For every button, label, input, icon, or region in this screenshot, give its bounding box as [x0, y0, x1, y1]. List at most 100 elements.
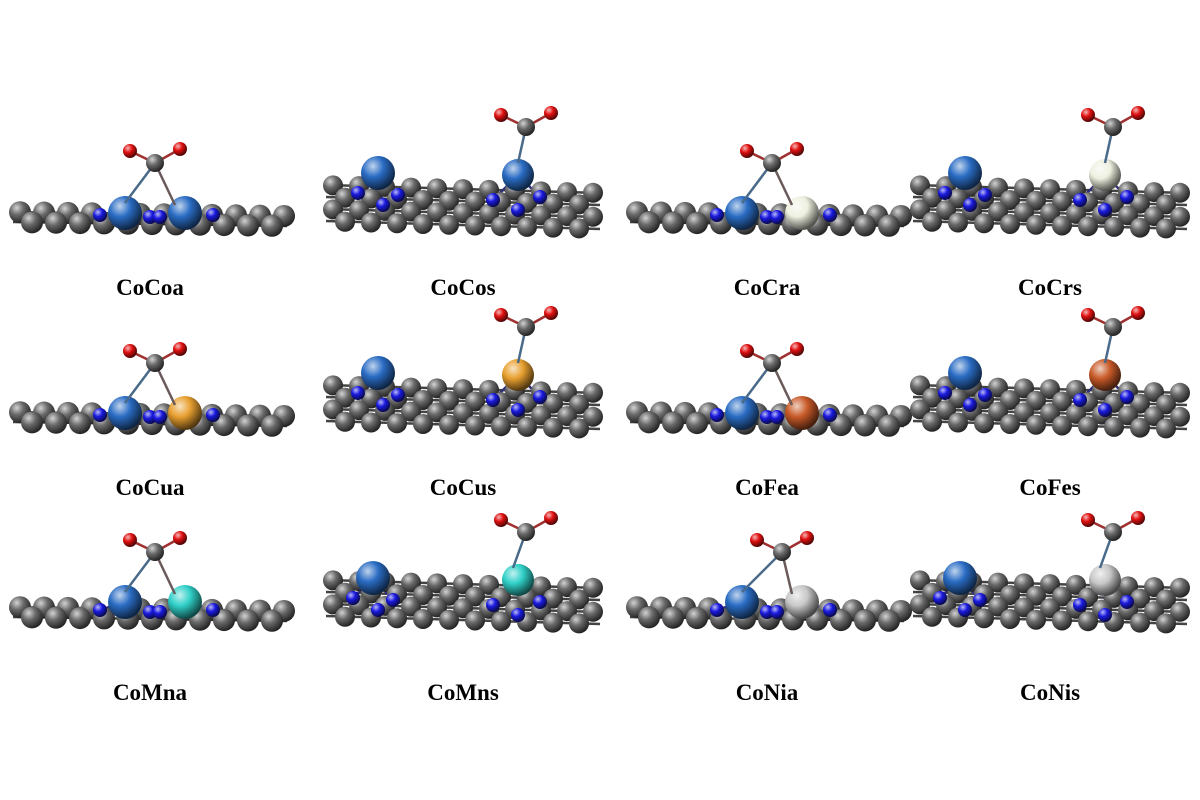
carbon-atom — [427, 573, 447, 594]
molecule-model — [323, 306, 603, 439]
carbon-atom — [543, 217, 563, 238]
carbon-atom — [638, 211, 660, 234]
carbon-atom — [1078, 611, 1098, 632]
nitrogen-atom — [938, 186, 952, 200]
carbon-atom — [1170, 206, 1190, 227]
carbon-atom — [830, 414, 852, 437]
carbon-atom — [261, 609, 283, 632]
molecule-model — [626, 142, 912, 237]
panel-label: CoMna — [112, 680, 188, 705]
nitrogen-atom — [823, 408, 837, 422]
carbon-atom — [1170, 601, 1190, 622]
carbon-atom — [1144, 577, 1164, 598]
carbon-atom — [479, 403, 499, 424]
nitrogen-atom — [823, 603, 837, 617]
carbon-atom — [427, 202, 447, 223]
cu-atom — [168, 396, 202, 430]
nitrogen-atom — [206, 408, 220, 422]
carbon-atom — [401, 596, 421, 617]
carbon-atom — [1170, 577, 1190, 598]
carbon-atom — [1144, 406, 1164, 427]
molecule-model — [910, 106, 1190, 239]
carbon-atom — [569, 613, 589, 634]
oxygen-atom — [790, 342, 804, 356]
carbon-atom — [1066, 203, 1086, 224]
carbon-atom — [557, 406, 577, 427]
carbon-atom — [531, 405, 551, 426]
nitrogen-atom — [351, 386, 365, 400]
cobalt-atom — [943, 561, 977, 595]
nitrogen-atom — [1120, 190, 1134, 204]
carbon-atom — [1144, 182, 1164, 203]
carbon-atom — [213, 609, 235, 632]
panel-label: CoCos — [430, 275, 496, 300]
carbon-atom — [491, 611, 511, 632]
co2-carbon-atom — [146, 543, 164, 561]
nitrogen-atom — [143, 410, 157, 424]
nitrogen-atom — [1098, 608, 1112, 622]
structure-panel-cocus: CoCus — [318, 295, 608, 500]
co2-carbon-atom — [517, 318, 535, 336]
nitrogen-atom — [1098, 403, 1112, 417]
carbon-atom — [1014, 202, 1034, 223]
carbon-atom — [1026, 414, 1046, 435]
carbon-atom — [910, 399, 930, 420]
molecule-model — [323, 511, 603, 634]
carbon-atom — [413, 608, 433, 629]
carbon-atom — [427, 402, 447, 423]
carbon-atom — [335, 606, 355, 627]
structure-panel-cocra: CoCra — [622, 95, 912, 300]
nitrogen-atom — [511, 203, 525, 217]
structure-panel-cocoa: CoCoa — [5, 95, 295, 300]
carbon-atom — [1118, 405, 1138, 426]
carbon-atom — [988, 177, 1008, 198]
nitrogen-atom — [93, 408, 107, 422]
carbon-atom — [878, 214, 900, 237]
carbon-atom — [453, 403, 473, 424]
carbon-atom — [936, 200, 956, 221]
nitrogen-atom — [511, 608, 525, 622]
carbon-atom — [323, 594, 343, 615]
oxygen-atom — [800, 531, 814, 545]
nitrogen-atom — [760, 210, 774, 224]
carbon-atom — [21, 411, 43, 434]
co2-carbon-atom — [763, 154, 781, 172]
carbon-atom — [854, 214, 876, 237]
carbon-atom — [686, 412, 708, 435]
carbon-atom — [988, 401, 1008, 422]
panel-label: CoNis — [1019, 680, 1081, 705]
carbon-atom — [335, 211, 355, 232]
oxygen-atom — [123, 144, 137, 158]
carbon-atom — [69, 607, 91, 630]
nitrogen-atom — [376, 398, 390, 412]
carbon-atom — [387, 608, 407, 629]
molecule-model — [910, 511, 1190, 634]
carbon-atom — [1118, 205, 1138, 226]
oxygen-atom — [173, 342, 187, 356]
carbon-atom — [453, 179, 473, 200]
oxygen-atom — [1081, 308, 1095, 322]
carbon-atom — [427, 378, 447, 399]
nitrogen-atom — [533, 595, 547, 609]
structure-panel-cocrs: CoCrs — [905, 95, 1195, 300]
carbon-atom — [1170, 406, 1190, 427]
carbon-atom — [517, 216, 537, 237]
carbon-atom — [583, 577, 603, 598]
carbon-atom — [557, 601, 577, 622]
oxygen-atom — [494, 308, 508, 322]
nitrogen-atom — [760, 605, 774, 619]
carbon-atom — [1014, 402, 1034, 423]
cobalt-atom — [108, 196, 142, 230]
carbon-atom — [988, 377, 1008, 398]
carbon-atom — [531, 576, 551, 597]
co2-carbon-atom — [146, 354, 164, 372]
carbon-atom — [261, 414, 283, 437]
carbon-atom — [878, 414, 900, 437]
oxygen-atom — [494, 108, 508, 122]
carbon-atom — [830, 214, 852, 237]
carbon-atom — [1144, 382, 1164, 403]
cobalt-atom — [948, 356, 982, 390]
carbon-atom — [1052, 610, 1072, 631]
panel-label: CoCoa — [116, 275, 184, 300]
carbon-atom — [1066, 574, 1086, 595]
